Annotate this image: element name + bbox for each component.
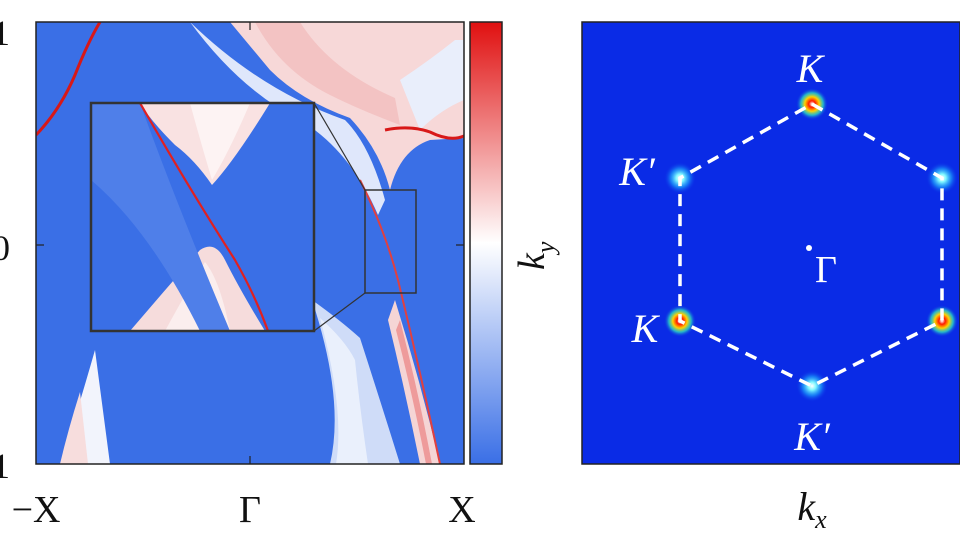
zoom-region-box bbox=[364, 189, 417, 294]
x-tick-label-gamma: Γ bbox=[239, 489, 261, 531]
label-kprime-left: K′ bbox=[618, 149, 656, 194]
colorbar-label: ky bbox=[511, 241, 560, 270]
gamma-point-marker bbox=[806, 245, 812, 251]
label-k-top: K bbox=[796, 46, 826, 91]
zoom-inset bbox=[89, 101, 316, 333]
label-kprime-bottom: K′ bbox=[793, 414, 831, 459]
label-k-left: K bbox=[631, 306, 661, 351]
y-tick-label-bottom: 1 bbox=[0, 446, 10, 486]
brillouin-zone-panel: Γ K K′ K K′ kx bbox=[581, 21, 960, 534]
x-tick-label-x: X bbox=[448, 489, 475, 531]
band-structure-panel: 1 0 1 −X Γ X ky bbox=[0, 13, 560, 531]
brillouin-zone-hexagon bbox=[678, 101, 944, 388]
y-tick-label-top: 1 bbox=[0, 13, 10, 53]
kx-axis-label: kx bbox=[797, 484, 827, 534]
gamma-point-label: Γ bbox=[815, 249, 837, 291]
x-tick-label-neg-x: −X bbox=[12, 489, 61, 531]
band-structure-map bbox=[36, 22, 464, 464]
y-tick-label-mid: 0 bbox=[0, 228, 10, 268]
colorbar bbox=[469, 21, 503, 465]
brillouin-zone-map bbox=[581, 21, 960, 465]
